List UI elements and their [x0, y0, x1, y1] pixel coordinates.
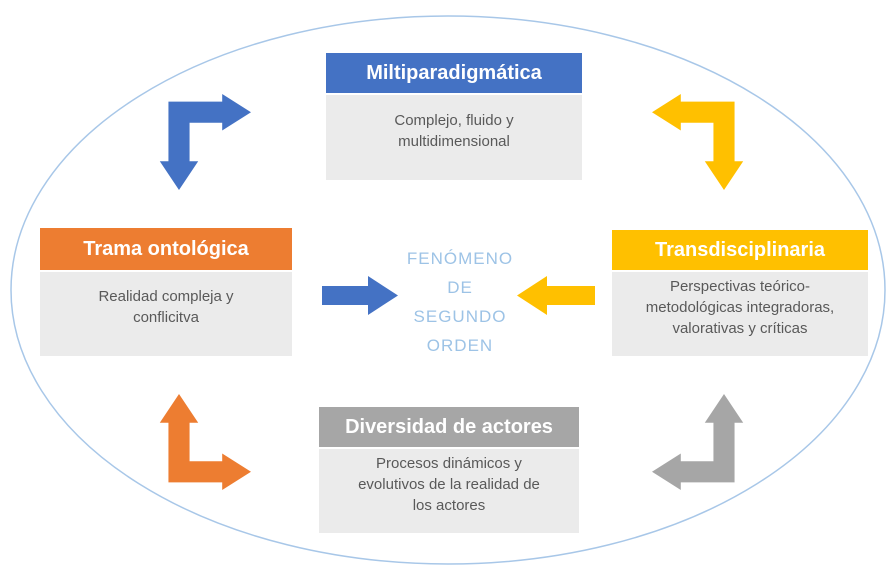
elbow-double-arrow-left-down-icon — [652, 94, 744, 190]
box-transdisciplinaria-body: Perspectivas teórico- metodológicas inte… — [612, 272, 868, 356]
box-multiparadigmatica-title: Miltiparadigmática — [326, 53, 582, 93]
elbow-double-arrow-up-left-icon — [652, 394, 744, 490]
box-multiparadigmatica-body: Complejo, fluido y multidimensional — [326, 95, 582, 180]
box-transdisciplinaria-title: Transdisciplinaria — [612, 230, 868, 270]
box-trama-ontologica-title: Trama ontológica — [40, 228, 292, 270]
arrow-left-icon — [517, 276, 595, 315]
box-transdisciplinaria: Transdisciplinaria Perspectivas teórico-… — [612, 230, 868, 356]
box-trama-ontologica: Trama ontológica Realidad compleja y con… — [40, 228, 292, 356]
box-diversidad-actores-body: Procesos dinámicos y evolutivos de la re… — [319, 449, 579, 533]
box-multiparadigmatica: Miltiparadigmática Complejo, fluido y mu… — [326, 53, 582, 180]
elbow-double-arrow-up-right-icon — [159, 394, 251, 490]
arrow-right-icon — [322, 276, 398, 315]
elbow-double-arrow-right-down-icon — [159, 94, 251, 190]
center-label-fenomeno: FENÓMENO DE SEGUNDO ORDEN — [406, 249, 514, 355]
box-diversidad-actores: Diversidad de actores Procesos dinámicos… — [319, 407, 579, 533]
box-diversidad-actores-title: Diversidad de actores — [319, 407, 579, 447]
box-trama-ontologica-body: Realidad compleja y conflicitva — [40, 272, 292, 356]
